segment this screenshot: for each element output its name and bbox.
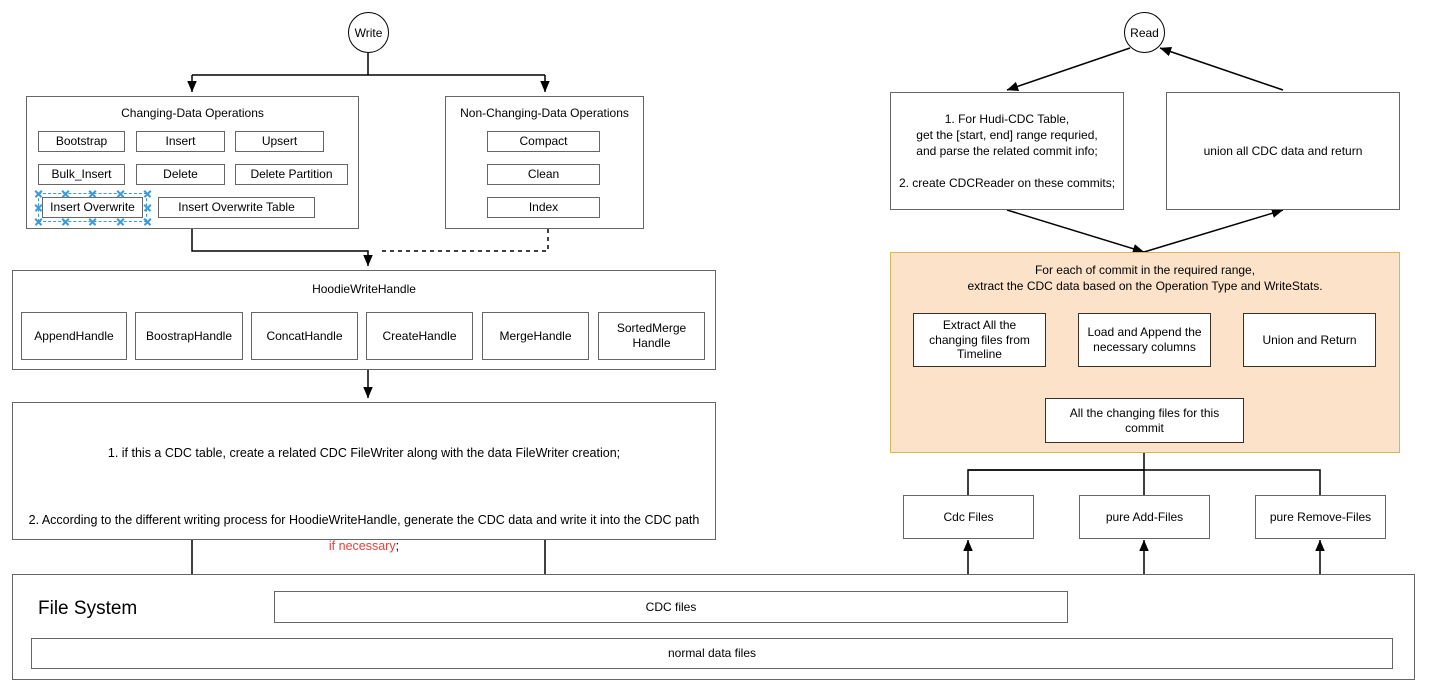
- op-insert-overwrite[interactable]: Insert Overwrite: [38, 193, 147, 222]
- union-and-return-box[interactable]: Union and Return: [1243, 313, 1376, 367]
- normal-data-files-label: normal data files: [667, 646, 757, 661]
- op-insert-overwrite-table[interactable]: Insert Overwrite Table: [158, 197, 315, 218]
- cdc-files-kind-label: Cdc Files: [943, 509, 994, 524]
- pure-remove-files-box[interactable]: pure Remove-Files: [1255, 495, 1386, 539]
- handle-boostrap-label: BoostrapHandle: [145, 328, 233, 343]
- read-union-box[interactable]: union all CDC data and return: [1166, 92, 1400, 210]
- selection-handle-ne[interactable]: [143, 189, 152, 198]
- op-delete-partition-label: Delete Partition: [250, 167, 333, 182]
- op-clean[interactable]: Clean: [487, 164, 600, 185]
- read-start-label: Read: [1130, 25, 1159, 40]
- file-system-label: File System: [38, 598, 138, 619]
- cdc-step-2-text-a: 2. According to the different writing pr…: [28, 512, 700, 527]
- handle-append[interactable]: AppendHandle: [21, 312, 127, 360]
- cdc-files-box[interactable]: CDC files: [274, 591, 1068, 623]
- read-start-node[interactable]: Read: [1124, 12, 1165, 53]
- write-start-node[interactable]: Write: [348, 12, 389, 53]
- op-compact[interactable]: Compact: [487, 131, 600, 152]
- pure-add-files-label: pure Add-Files: [1105, 509, 1184, 524]
- op-insert-overwrite-table-label: Insert Overwrite Table: [178, 200, 295, 215]
- op-upsert[interactable]: Upsert: [235, 131, 324, 152]
- op-compact-label: Compact: [519, 134, 568, 149]
- handle-concat[interactable]: ConcatHandle: [251, 312, 358, 360]
- cdc-write-steps-box[interactable]: 1. if this a CDC table, create a related…: [12, 402, 716, 594]
- op-bootstrap-label: Bootstrap: [55, 134, 108, 149]
- op-delete-partition[interactable]: Delete Partition: [235, 164, 348, 185]
- selection-handle-s3[interactable]: [116, 217, 125, 226]
- non-changing-data-operations-title: Non-Changing-Data Operations: [460, 106, 629, 120]
- op-clean-label: Clean: [527, 167, 560, 182]
- read-union-text: union all CDC data and return: [1203, 143, 1363, 158]
- hoodie-write-handle-title: HoodieWriteHandle: [312, 282, 416, 296]
- handle-merge[interactable]: MergeHandle: [482, 312, 589, 360]
- changing-data-operations-title: Changing-Data Operations: [121, 106, 264, 120]
- handle-merge-label: MergeHandle: [499, 328, 572, 343]
- handle-concat-label: ConcatHandle: [266, 328, 343, 343]
- selection-handle-n3[interactable]: [116, 189, 125, 198]
- op-delete[interactable]: Delete: [136, 164, 225, 185]
- selection-handle-s[interactable]: [88, 217, 97, 226]
- handle-create[interactable]: CreateHandle: [366, 312, 473, 360]
- cdc-files-label: CDC files: [645, 599, 697, 614]
- write-start-label: Write: [354, 25, 383, 40]
- load-append-columns-box[interactable]: Load and Append the necessary columns: [1078, 313, 1211, 367]
- union-and-return-label: Union and Return: [1262, 332, 1357, 347]
- selection-handle-n[interactable]: [88, 189, 97, 198]
- op-upsert-label: Upsert: [261, 134, 298, 149]
- op-delete-label: Delete: [163, 167, 198, 182]
- op-index[interactable]: Index: [487, 197, 600, 218]
- selection-handle-w[interactable]: [34, 203, 43, 212]
- handle-append-label: AppendHandle: [34, 328, 114, 343]
- load-append-columns-label: Load and Append the necessary columns: [1087, 325, 1202, 354]
- all-changing-files-box[interactable]: All the changing files for this commit: [1045, 398, 1244, 443]
- cdc-step-2: 2. According to the different writing pr…: [27, 481, 701, 560]
- handle-sorted-merge-label: SortedMerge Handle: [616, 321, 687, 350]
- all-changing-files-label: All the changing files for this commit: [1069, 405, 1220, 435]
- op-bulk-insert[interactable]: Bulk_Insert: [38, 164, 125, 185]
- cdc-files-kind-box[interactable]: Cdc Files: [903, 495, 1034, 539]
- read-prepare-box[interactable]: 1. For Hudi-CDC Table, get the [start, e…: [890, 92, 1124, 210]
- handle-create-label: CreateHandle: [382, 328, 457, 343]
- op-insert-label: Insert: [165, 134, 196, 149]
- handle-boostrap[interactable]: BoostrapHandle: [135, 312, 243, 360]
- selection-handle-e[interactable]: [143, 203, 152, 212]
- cdc-step-1: 1. if this a CDC table, create a related…: [107, 445, 621, 460]
- selection-handle-s2[interactable]: [61, 217, 70, 226]
- pure-remove-files-label: pure Remove-Files: [1269, 509, 1372, 524]
- cdc-step-2-emphasis: if necessary: [328, 539, 396, 553]
- selection-handle-nw[interactable]: [34, 189, 43, 198]
- op-index-label: Index: [528, 200, 559, 215]
- op-insert[interactable]: Insert: [136, 131, 225, 152]
- normal-data-files-box[interactable]: normal data files: [31, 638, 1393, 669]
- selection-handle-se[interactable]: [143, 217, 152, 226]
- op-bulk-insert-label: Bulk_Insert: [51, 167, 112, 182]
- handle-sorted-merge[interactable]: SortedMerge Handle: [598, 312, 705, 360]
- extract-changing-files-label: Extract All the changing files from Time…: [929, 318, 1030, 362]
- op-insert-overwrite-label: Insert Overwrite: [50, 200, 135, 215]
- pure-add-files-box[interactable]: pure Add-Files: [1079, 495, 1210, 539]
- selection-handle-n2[interactable]: [61, 189, 70, 198]
- selection-handle-sw[interactable]: [34, 217, 43, 226]
- read-prepare-text: 1. For Hudi-CDC Table, get the [start, e…: [898, 111, 1116, 191]
- extract-changing-files-box[interactable]: Extract All the changing files from Time…: [913, 313, 1046, 367]
- op-bootstrap[interactable]: Bootstrap: [38, 131, 125, 152]
- per-commit-extraction-title: For each of commit in the required range…: [967, 263, 1323, 293]
- cdc-step-2-text-b: ;: [395, 539, 400, 553]
